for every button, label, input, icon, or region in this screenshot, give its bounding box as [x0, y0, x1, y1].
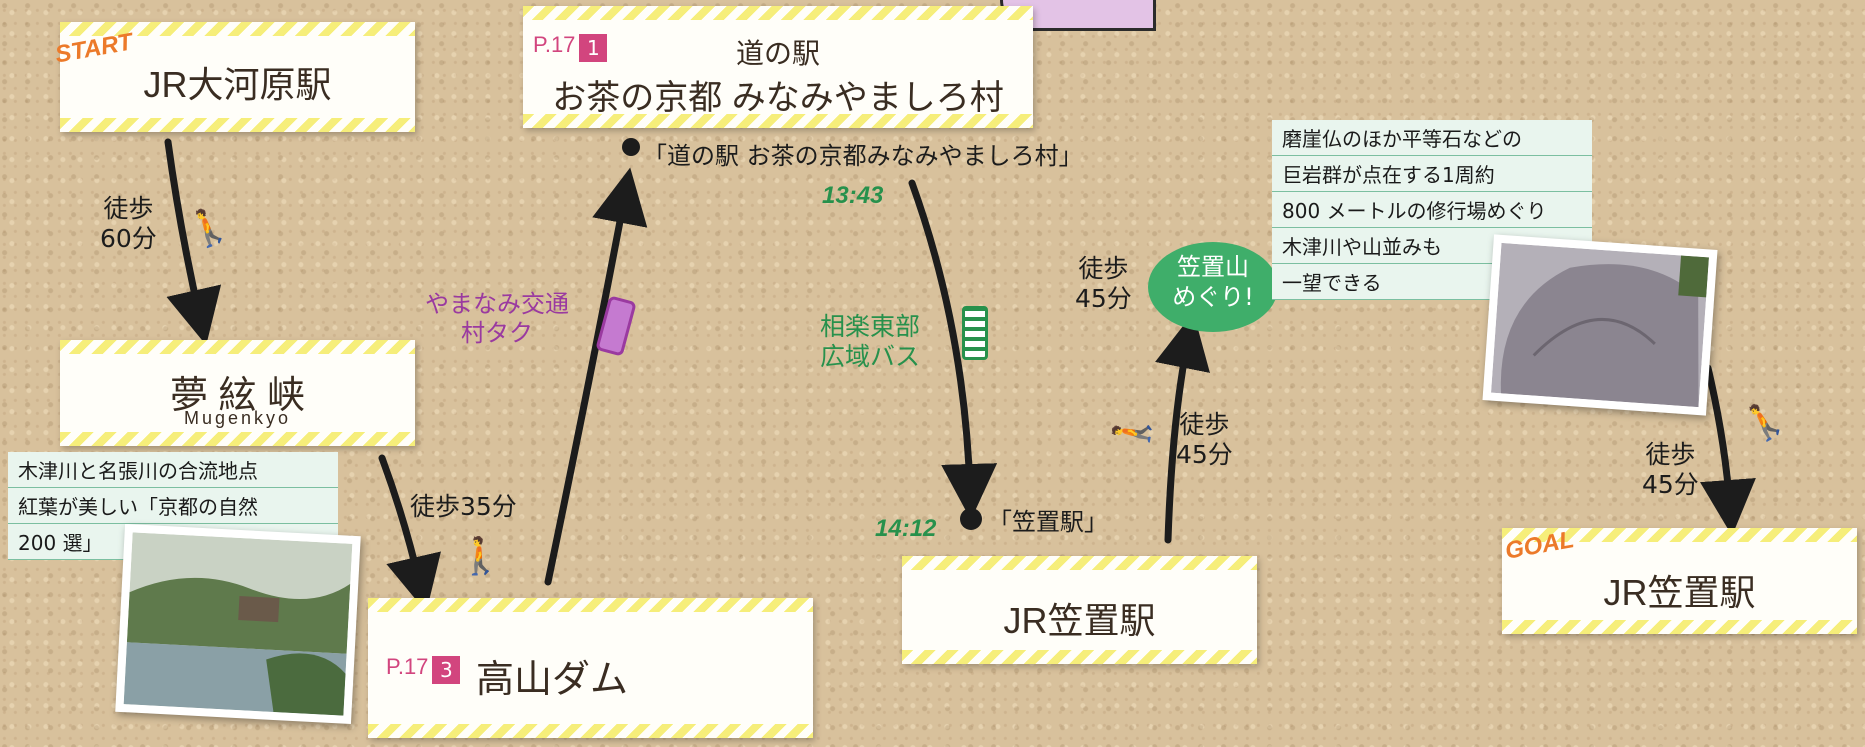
spot-number: 3 — [432, 655, 461, 684]
arrow-takayama-to-michinoeki — [544, 167, 648, 586]
stop-label-kasagi: 「笠置駅」 — [988, 508, 1108, 536]
badge-line: めぐり! — [1172, 283, 1254, 311]
route-bus: 相楽東部 広域バス — [820, 312, 920, 372]
station-name: JR笠置駅 — [1003, 600, 1156, 641]
bus-name: 広域バス — [820, 342, 921, 371]
taxi-name: 村タク — [461, 318, 533, 347]
time-label: 45分 — [1075, 284, 1132, 313]
walking-person-icon: 🚶 — [1108, 405, 1157, 457]
bus-stop-icon — [622, 138, 640, 156]
mode-label: 徒歩 — [103, 194, 154, 223]
note-line: 木津川や山並みも — [1272, 228, 1592, 264]
time-label: 45分 — [1176, 440, 1233, 469]
arrow-kasagi-to-kasagiyama — [1155, 312, 1210, 544]
boulder-photo-image — [1491, 242, 1709, 408]
route-walk45a: 徒歩 45分 — [1075, 254, 1132, 314]
note-kasagiyama: 磨崖仏のほか平等石などの 巨岩群が点在する1周約 800 メートルの修行場めぐり… — [1272, 120, 1592, 300]
route-walk60: 徒歩 60分 — [100, 194, 157, 254]
station-romaji: Mugenkyo — [183, 408, 292, 428]
station-name: JR大河原駅 — [143, 64, 332, 105]
badge-line: 笠置山 — [1177, 253, 1249, 281]
badge-kasagiyama[interactable]: 笠置山 めぐり! — [1148, 242, 1278, 332]
route-taxi: やまなみ交通 村タク — [425, 290, 569, 348]
arrow-start-to-mugenkyo — [164, 138, 222, 346]
lake-photo-image — [123, 532, 353, 716]
station-card-mugenkyo[interactable]: 夢 絃 峡 Mugenkyo — [60, 340, 415, 446]
bus-company: 相楽東部 — [820, 312, 921, 341]
note-line: 紅葉が美しい「京都の自然 — [8, 488, 338, 524]
time-michinoeki: 13:43 — [822, 182, 884, 209]
station-name: 夢 絃 峡 — [169, 375, 306, 417]
time-label: 60分 — [100, 224, 157, 253]
page-number: P.17 — [386, 654, 429, 679]
station-card-goal[interactable]: JR笠置駅 — [1502, 528, 1857, 634]
photo-mugenkyo — [115, 523, 361, 725]
route-walk35: 徒歩35分 — [410, 492, 517, 521]
route-walk45b: 徒歩 45分 — [1176, 410, 1233, 470]
note-line: 磨崖仏のほか平等石などの — [1272, 120, 1592, 156]
bus-icon — [962, 306, 988, 360]
note-line: 木津川と名張川の合流地点 — [8, 452, 338, 488]
stop-label-michinoeki: 「道の駅 お茶の京都みなみやましろ村」 — [643, 142, 1083, 170]
taxi-company: やまなみ交通 — [425, 290, 569, 318]
arrow-kasagiyama-to-goal — [1700, 364, 1756, 536]
station-name: JR笠置駅 — [1603, 572, 1756, 613]
mode-label: 徒歩 — [1645, 440, 1696, 469]
station-name: お茶の京都 みなみやましろ村 — [552, 79, 1004, 117]
station-subtitle: 道の駅 — [735, 38, 820, 69]
station-card-kasagi[interactable]: JR笠置駅 — [902, 556, 1257, 664]
station-name: 高山ダム — [476, 659, 629, 701]
page-number: P.17 — [533, 32, 576, 57]
note-line: 一望できる — [1272, 264, 1592, 300]
arrow-mugenkyo-to-takayama — [378, 454, 441, 613]
spot-number: 1 — [579, 33, 608, 62]
walking-person-icon: 🚶 — [458, 536, 503, 577]
photo-kasagiyama — [1482, 234, 1718, 416]
time-kasagi: 14:12 — [875, 515, 937, 542]
note-line: 巨岩群が点在する1周約 — [1272, 156, 1592, 192]
station-card-start[interactable]: JR大河原駅 — [60, 22, 415, 132]
mode-label: 徒歩 — [1078, 254, 1129, 283]
arrow-michinoeki-to-kasagi — [908, 179, 998, 520]
time-label: 45分 — [1642, 470, 1699, 499]
mode-label: 徒歩 — [1179, 410, 1230, 439]
note-line: 800 メートルの修行場めぐり — [1272, 192, 1592, 228]
bus-stop-icon — [960, 508, 982, 530]
route-walk45c: 徒歩 45分 — [1642, 440, 1699, 500]
